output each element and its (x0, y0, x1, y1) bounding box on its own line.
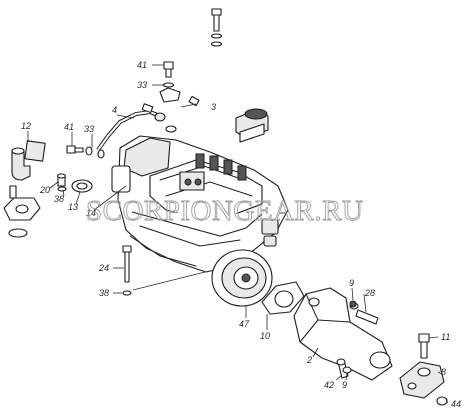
callout-numbers: 41 33 3 4 41 33 12 20 38 13 14 24 38 47 … (21, 60, 461, 409)
callout-14: 14 (86, 208, 96, 218)
callout-13: 13 (68, 202, 78, 212)
callout-2: 2 (306, 355, 312, 365)
callout-20: 20 (39, 185, 50, 195)
washer-38 (57, 186, 67, 192)
washer-9-bottom (342, 366, 352, 374)
injection-pump-assembly (111, 135, 289, 273)
callout-33-left: 33 (84, 124, 94, 134)
callout-42: 42 (324, 380, 334, 390)
leader-lines (27, 64, 449, 404)
bolt-11 (418, 333, 430, 359)
callout-41-top: 41 (137, 60, 147, 70)
callout-38-bottom: 38 (99, 288, 109, 298)
callout-8: 8 (441, 367, 446, 377)
bolt-41-left (66, 145, 105, 159)
callout-12: 12 (21, 121, 31, 131)
watermark-text: SCORPIONGEAR.RU (86, 195, 363, 227)
callout-33-top: 33 (137, 80, 147, 90)
bracket-2 (293, 287, 393, 381)
top-bolt (210, 8, 223, 47)
callout-3: 3 (211, 102, 216, 112)
callout-28: 28 (364, 288, 375, 298)
callout-24: 24 (98, 263, 109, 273)
callout-44: 44 (451, 399, 461, 409)
washer-9-top (349, 300, 357, 308)
callout-9-bottom: 9 (342, 380, 347, 390)
gasket-13 (71, 179, 93, 193)
fuel-pipe-3 (165, 46, 215, 133)
callout-11: 11 (441, 332, 450, 342)
fitting-20 (56, 173, 67, 187)
fuel-pipe-4 (96, 103, 166, 152)
flange-left (3, 185, 41, 238)
callout-47: 47 (239, 319, 250, 329)
support-8 (399, 361, 445, 399)
callout-9-top: 9 (349, 278, 354, 288)
cap-44 (436, 396, 448, 406)
callout-38-left: 38 (54, 194, 64, 204)
callout-10: 10 (260, 331, 270, 341)
callout-41-left: 41 (64, 122, 74, 132)
bolt-24 (122, 245, 132, 296)
hose-elbow-12 (11, 140, 46, 181)
callout-4: 4 (112, 105, 117, 115)
drive-pulley-47 (211, 249, 273, 307)
sensor-block (235, 108, 269, 143)
gasket-10 (261, 281, 305, 315)
bolt-41-top (159, 61, 181, 103)
